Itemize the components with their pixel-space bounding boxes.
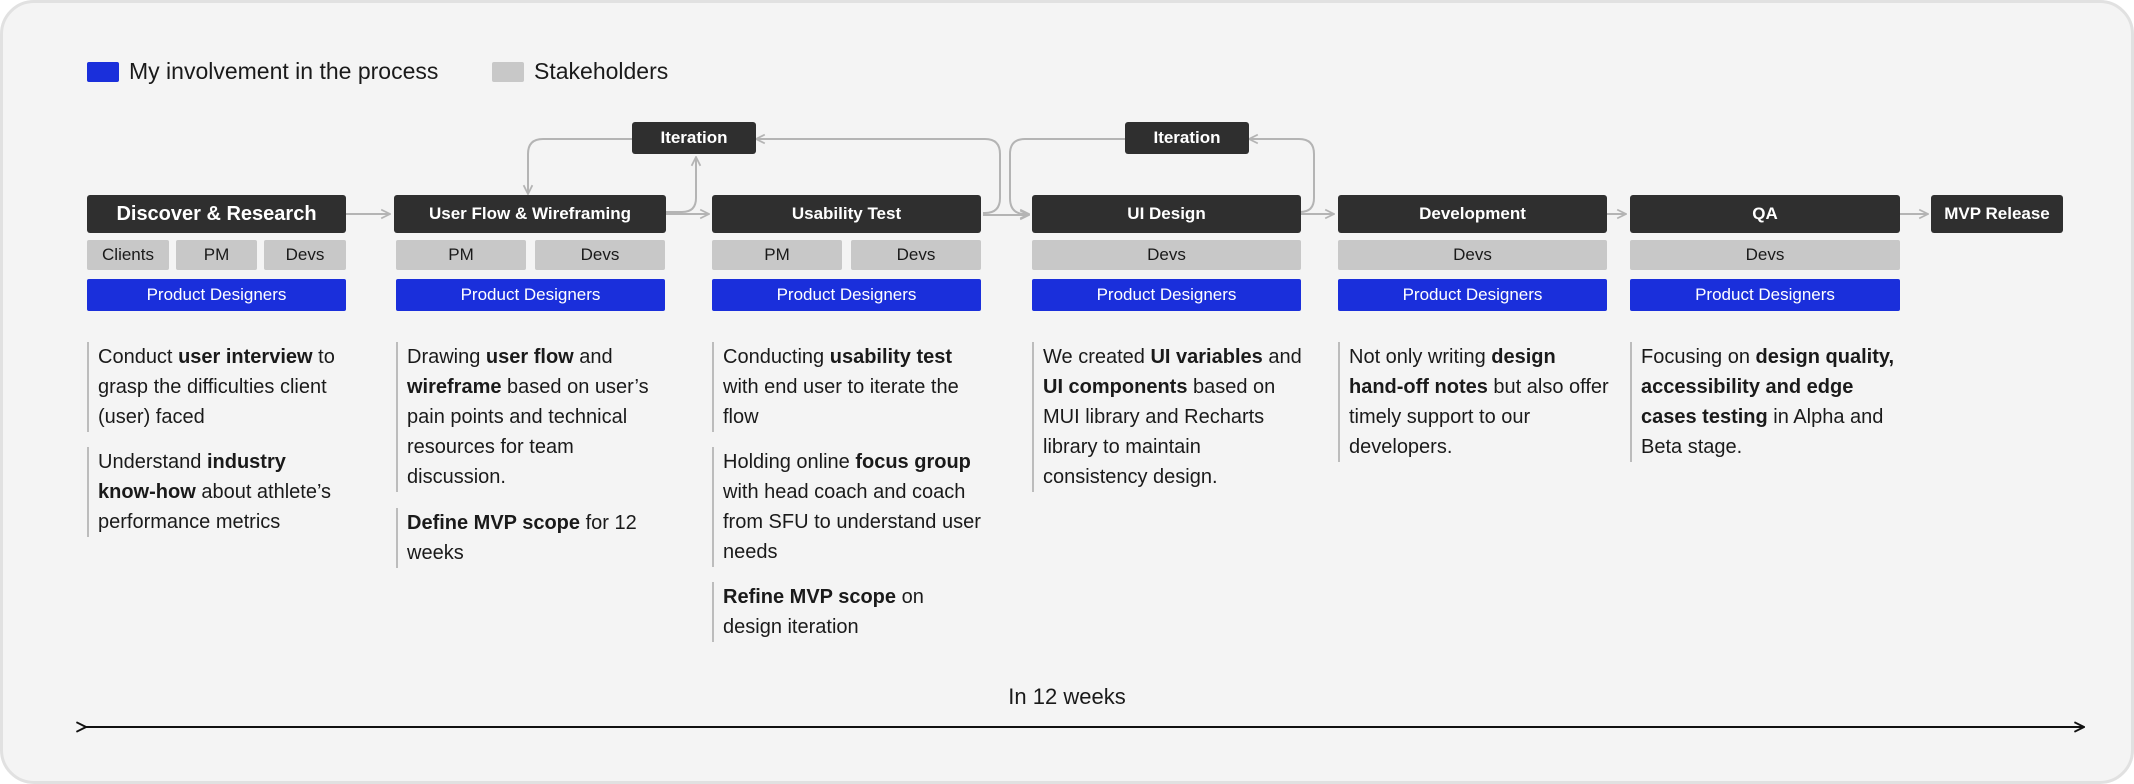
- iteration-label: Iteration: [632, 122, 756, 154]
- legend-stakeholders-swatch: [492, 61, 524, 82]
- legend-stakeholders: Stakeholders: [492, 58, 668, 85]
- note-text: Not only writing: [1349, 346, 1492, 368]
- involvement-chip: Product Designers: [1032, 279, 1301, 311]
- note-text: Drawing: [407, 346, 486, 368]
- stakeholder-chip: Devs: [851, 240, 981, 270]
- involvement-chip: Product Designers: [1630, 279, 1900, 311]
- stage-note: We created UI variables and UI component…: [1032, 342, 1304, 492]
- note-text: and: [1262, 346, 1302, 368]
- legend-involvement-label: My involvement in the process: [129, 58, 439, 84]
- arrow-wireframe-to-iteration1: [666, 157, 696, 213]
- stage-title-ui-design: UI Design: [1032, 195, 1301, 233]
- note-emphasis: design hand-off notes: [1349, 346, 1556, 398]
- legend-involvement: My involvement in the process: [87, 58, 438, 85]
- involvement-chip: Product Designers: [1338, 279, 1607, 311]
- legend-involvement-swatch: [87, 61, 119, 82]
- involvement-chip: Product Designers: [87, 279, 346, 311]
- note-emphasis: UI components: [1043, 376, 1188, 398]
- stakeholder-chip: Devs: [1630, 240, 1900, 270]
- note-emphasis: design quality, accessibility and edge c…: [1641, 346, 1895, 428]
- note-text: We created: [1043, 346, 1151, 368]
- note-emphasis: usability test: [829, 346, 953, 368]
- note-text: to grasp the difficulties client (user) …: [98, 346, 335, 428]
- stakeholder-chip: Clients: [87, 240, 169, 270]
- note-text: about athlete’s performance metrics: [98, 481, 332, 533]
- note-emphasis: focus group: [855, 451, 971, 473]
- note-text: in Alpha and Beta stage.: [1641, 406, 1884, 458]
- stakeholder-chip: Devs: [264, 240, 346, 270]
- note-emphasis: UI variables: [1150, 346, 1263, 368]
- involvement-chip: Product Designers: [712, 279, 981, 311]
- note-text: Understand: [98, 451, 207, 473]
- mvp-release-box: MVP Release: [1931, 195, 2063, 233]
- stage-note: Define MVP scope for 12 weeks: [396, 508, 668, 568]
- timeline-label: In 12 weeks: [1008, 684, 1126, 709]
- note-text: for 12 weeks: [407, 512, 637, 564]
- note-text: with head coach and coach from SFU to un…: [723, 481, 981, 563]
- stage-note: Refine MVP scope on design iteration: [712, 582, 984, 642]
- stage-title-usability-test: Usability Test: [712, 195, 981, 233]
- stakeholder-chip: Devs: [535, 240, 665, 270]
- note-emphasis: user flow: [485, 346, 574, 368]
- stakeholder-chip: Devs: [1032, 240, 1301, 270]
- note-emphasis: industry know-how: [98, 451, 286, 503]
- note-text: based on MUI library and Recharts librar…: [1043, 376, 1276, 488]
- arrow-usability-to-iteration1: [756, 139, 1001, 214]
- involvement-chip: Product Designers: [396, 279, 665, 311]
- note-text: but also offer timely support to our dev…: [1349, 376, 1609, 458]
- stage-note: Focusing on design quality, accessibilit…: [1630, 342, 1900, 462]
- stakeholder-chip: PM: [176, 240, 257, 270]
- stakeholder-chip: PM: [712, 240, 842, 270]
- stage-note: Conducting usability test with end user …: [712, 342, 984, 432]
- note-text: Conduct: [98, 346, 179, 368]
- note-text: with end user to iterate the flow: [723, 376, 959, 428]
- note-emphasis: Refine MVP scope: [723, 586, 897, 608]
- stage-title-development: Development: [1338, 195, 1607, 233]
- stage-note: Drawing user flow and wireframe based on…: [396, 342, 668, 492]
- note-text: Focusing on: [1641, 346, 1756, 368]
- note-text: and: [573, 346, 613, 368]
- stage-title-qa: QA: [1630, 195, 1900, 233]
- stage-title-user-flow-wireframing: User Flow & Wireframing: [394, 195, 666, 233]
- arrow-uidesign-to-iteration2: [1249, 139, 1315, 213]
- note-text: based on user’s pain points and technica…: [407, 376, 649, 488]
- stage-note: Not only writing design hand-off notes b…: [1338, 342, 1610, 462]
- stage-title-discover-research: Discover & Research: [87, 195, 346, 233]
- stakeholder-chip: PM: [396, 240, 526, 270]
- stage-note: Holding online focus group with head coa…: [712, 447, 984, 567]
- stage-note: Conduct user interview to grasp the diff…: [87, 342, 349, 432]
- iteration-label: Iteration: [1125, 122, 1249, 154]
- note-emphasis: user interview: [178, 346, 313, 368]
- note-text: Holding online: [723, 451, 856, 473]
- note-emphasis: Define MVP scope: [407, 512, 581, 534]
- legend-stakeholders-label: Stakeholders: [534, 58, 669, 84]
- arrow-iteration1-to-wireframe: [528, 138, 632, 194]
- arrow-iteration2-to-uidesign: [1009, 138, 1125, 214]
- note-emphasis: wireframe: [407, 376, 502, 398]
- note-text: Conducting: [723, 346, 830, 368]
- stage-note: Understand industry know-how about athle…: [87, 447, 349, 537]
- stakeholder-chip: Devs: [1338, 240, 1607, 270]
- note-text: on design iteration: [723, 586, 924, 638]
